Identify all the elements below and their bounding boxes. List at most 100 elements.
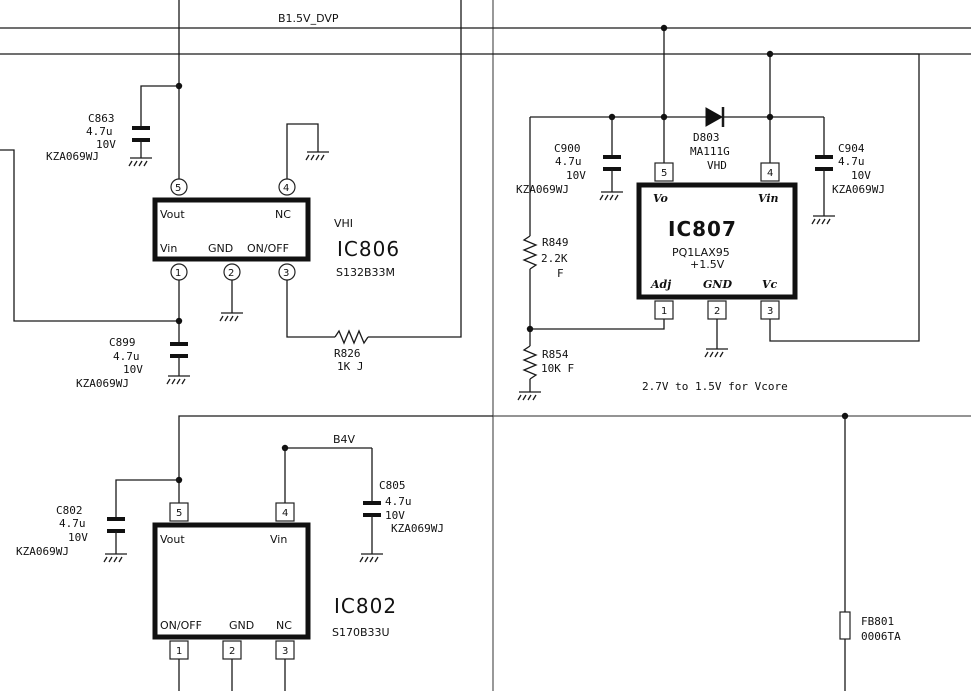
c863-voltage: 10V <box>96 138 116 151</box>
ground-symbol <box>811 215 835 225</box>
ground-symbol <box>128 157 152 167</box>
ic806-pin-onoff: ON/OFF <box>247 242 289 255</box>
fb801-symbol <box>839 611 851 640</box>
ic807-note: 2.7V to 1.5V for Vcore <box>642 380 788 393</box>
r826-wire <box>368 0 462 338</box>
r854-ref: R854 <box>542 348 569 361</box>
ground-symbol <box>359 553 383 563</box>
ic807-pin-2-number: 2 <box>714 306 720 317</box>
c899-ref: C899 <box>109 336 136 349</box>
ground-symbol <box>517 391 541 401</box>
ic806-pin-3-number: 3 <box>283 268 289 279</box>
c863-ref: C863 <box>88 112 115 125</box>
ic807-voltage: +1.5V <box>690 258 725 271</box>
ic802-block: C802 4.7u 10V KZA069WJ B4V C805 4.7u 10V… <box>16 415 493 691</box>
ic802-pin-5 <box>169 502 189 522</box>
ic806-onoff-wire <box>286 280 335 338</box>
ic802-pin-onoff: ON/OFF <box>160 619 202 632</box>
c899-part: KZA069WJ <box>76 377 129 390</box>
c904-part: KZA069WJ <box>832 183 885 196</box>
ic807-pin-3 <box>760 300 780 320</box>
ic806-vin-feed-wire <box>0 149 179 322</box>
d803-ref: D803 <box>693 131 720 144</box>
c802-value: 4.7u <box>59 517 86 530</box>
ic807-pin-3-number: 3 <box>767 306 773 317</box>
ic807-part: PQ1LAX95 <box>672 246 730 259</box>
c899-value: 4.7u <box>113 350 140 363</box>
ground-symbol <box>599 191 623 201</box>
ic806-body <box>152 197 311 262</box>
c802-wire <box>115 479 179 519</box>
ic802-body <box>152 522 311 640</box>
c904-ref: C904 <box>838 142 865 155</box>
c863-wire <box>140 85 179 128</box>
r849-symbol <box>522 235 538 270</box>
r849-value: 2.2K <box>541 252 568 265</box>
ic802-pin-1-number: 1 <box>176 646 182 657</box>
ic802-pin-4-number: 4 <box>282 508 288 519</box>
fb801-part: 0006TA <box>861 630 901 643</box>
junction-dot <box>766 113 774 121</box>
c900-ref: C900 <box>554 142 581 155</box>
c802-ref: C802 <box>56 504 83 517</box>
r826-symbol <box>334 329 369 345</box>
ic802-pin-vout: Vout <box>160 533 185 546</box>
ic807-pin-4 <box>760 162 780 182</box>
r854-symbol <box>522 345 538 380</box>
ic802-part: S170B33U <box>332 626 390 639</box>
fb801-block: FB801 0006TA <box>839 412 901 691</box>
ic807-pin-vin: Vin <box>758 192 779 205</box>
ic802-pin-5-number: 5 <box>176 508 182 519</box>
ic802-pin-2-number: 2 <box>229 646 235 657</box>
ic807-pin-vo: Vo <box>653 192 668 205</box>
c900-part: KZA069WJ <box>516 183 569 196</box>
ic806-pin-vout: Vout <box>160 208 185 221</box>
fb801-ref: FB801 <box>861 615 894 628</box>
ic807-pin-4-number: 4 <box>767 168 773 179</box>
ic806-name: IC806 <box>337 237 400 261</box>
ic802-name: IC802 <box>334 594 397 618</box>
ic806-pin-5-number: 5 <box>175 183 181 194</box>
ic807-pin-1-number: 1 <box>661 306 667 317</box>
ic806-block: C863 4.7u 10V KZA069WJ 5 4 Vout NC Vin G… <box>0 0 462 390</box>
c900-voltage: 10V <box>566 169 586 182</box>
c805-value: 4.7u <box>385 495 412 508</box>
ground-symbol <box>103 553 127 563</box>
ground-symbol <box>166 375 190 385</box>
ground-symbol <box>704 348 728 358</box>
c863-part: KZA069WJ <box>46 150 99 163</box>
ic807-name: IC807 <box>668 217 737 241</box>
c904-value: 4.7u <box>838 155 865 168</box>
ic806-nc-wire <box>286 123 319 180</box>
r849-tol: F <box>557 267 564 280</box>
ic806-part: S132B33M <box>336 266 395 279</box>
ic806-pin-5 <box>170 178 188 196</box>
ic806-pin-4-number: 4 <box>283 183 289 194</box>
d803-diode-symbol <box>705 107 725 127</box>
ground-symbol <box>219 312 243 322</box>
ic807-block: D803 MA111G VHD C900 4.7u 10V KZA069WJ <box>516 24 920 401</box>
ic807-adj-wire <box>530 319 665 330</box>
ic802-pin-nc: NC <box>276 619 292 632</box>
junction-dot <box>175 317 183 325</box>
ic807-pin-gnd: GND <box>703 278 732 291</box>
ic806-pin-vin: Vin <box>160 242 177 255</box>
ic806-pin-gnd: GND <box>208 242 233 255</box>
ic807-pin-1 <box>654 300 674 320</box>
ic802-pin-4 <box>275 502 295 522</box>
ic806-pin-nc: NC <box>275 208 291 221</box>
c802-voltage: 10V <box>68 531 88 544</box>
c805-part: KZA069WJ <box>391 522 444 535</box>
ic802-pin-vin: Vin <box>270 533 287 546</box>
ic802-vout-wire <box>178 415 493 503</box>
r854-value: 10K F <box>541 362 574 375</box>
ic807-pin-5-number: 5 <box>661 168 667 179</box>
ic807-pin-5 <box>654 162 674 182</box>
ic807-vc-wire <box>769 53 920 342</box>
net-b4v-label: B4V <box>333 433 356 446</box>
c863-value: 4.7u <box>86 125 113 138</box>
c899-voltage: 10V <box>123 363 143 376</box>
c900-value: 4.7u <box>555 155 582 168</box>
r849-ref: R849 <box>542 236 569 249</box>
ic802-pin-gnd: GND <box>229 619 254 632</box>
